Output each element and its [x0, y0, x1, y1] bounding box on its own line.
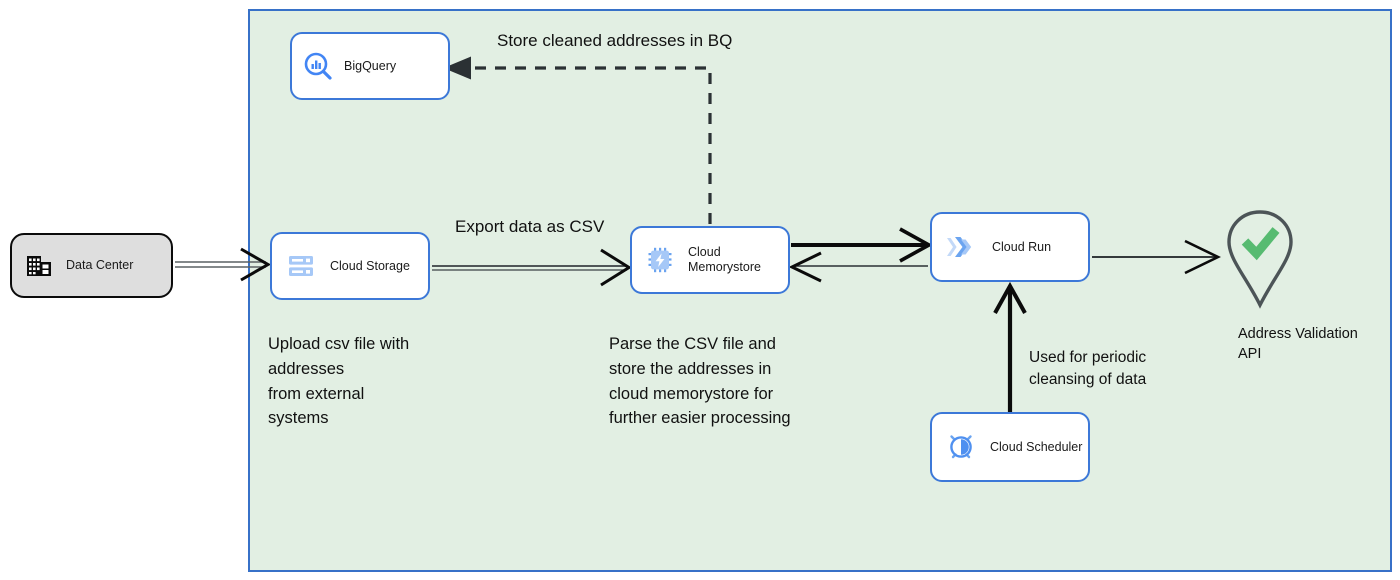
- edge-memorystore-to-cloudrun: [791, 227, 933, 263]
- edge-scheduler-to-cloudrun: [993, 281, 1027, 412]
- cloud-storage-icon: [272, 251, 330, 281]
- map-pin-check-icon: [1227, 210, 1293, 309]
- node-label: Cloud Scheduler: [990, 439, 1083, 454]
- gcp-project-boundary: [248, 9, 1392, 572]
- note-upload-csv: Upload csv file with addresses from exte…: [268, 335, 410, 428]
- node-cloud-storage[interactable]: Cloud Storage: [270, 232, 430, 300]
- node-label: Cloud Run: [992, 239, 1052, 254]
- node-bigquery[interactable]: BigQuery: [290, 32, 450, 100]
- note-scheduler-purpose: Used for periodic cleansing of data: [1029, 349, 1147, 388]
- edge-cloudrun-to-memorystore: [788, 251, 928, 283]
- data-center-icon: [12, 253, 66, 279]
- edge-storage-to-memorystore: [432, 248, 632, 287]
- edge-label-store-in-bq: Store cleaned addresses in BQ: [497, 31, 733, 50]
- cloud-memorystore-icon: [632, 245, 688, 275]
- node-cloud-memorystore[interactable]: Cloud Memorystore: [630, 226, 790, 294]
- node-label: Cloud Storage: [330, 258, 410, 273]
- node-label: BigQuery: [344, 58, 397, 73]
- node-data-center[interactable]: Data Center: [10, 233, 173, 298]
- address-validation-api-label: Address Validation API: [1238, 326, 1358, 362]
- bigquery-icon: [292, 50, 344, 82]
- edge-label-export-csv: Export data as CSV: [455, 217, 605, 236]
- edge-memorystore-to-bigquery-dashed: [443, 56, 712, 224]
- node-cloud-scheduler[interactable]: Cloud Scheduler: [930, 412, 1090, 482]
- cloud-scheduler-icon: [932, 431, 990, 463]
- node-cloud-run[interactable]: Cloud Run: [930, 212, 1090, 282]
- node-label: Data Center: [66, 258, 134, 273]
- node-address-validation-api[interactable]: [1218, 205, 1302, 315]
- edge-cloudrun-to-validation-api: [1092, 239, 1221, 275]
- note-parse-csv: Parse the CSV file and store the address…: [609, 335, 791, 428]
- edge-datacenter-to-storage: [175, 247, 272, 282]
- node-label: Cloud Memorystore: [688, 245, 761, 274]
- cloud-run-icon: [932, 232, 992, 262]
